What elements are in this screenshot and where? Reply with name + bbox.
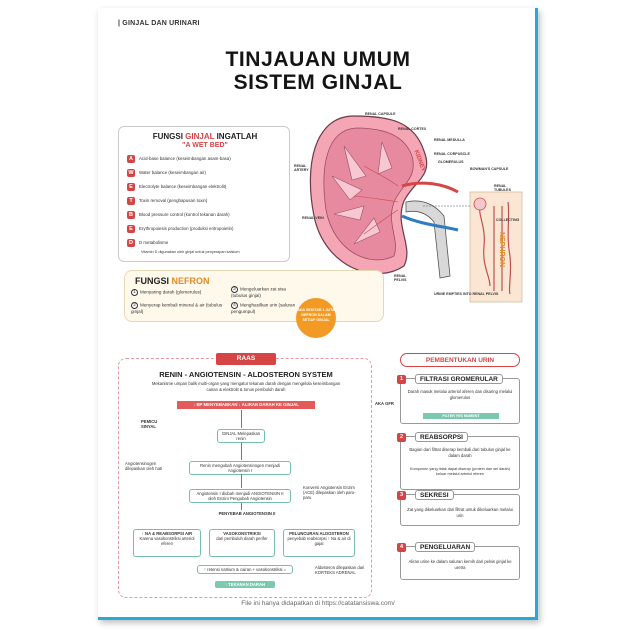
footer-source: File ini hanya didapatkan di https://cat… [241,600,395,607]
kidney-functions-subtitle: "A WET BED" [182,142,228,149]
renal-cortex-label: RENAL CORTEX [398,127,427,131]
page-title-line2: SISTEM GINJAL [233,71,403,94]
glomerulus-label: GLOMERULUS [438,160,464,164]
urine-formation-banner: PEMBENTUKAN URIN [400,353,520,367]
renal-pelvis-label: RENAL PELVIS [394,274,407,282]
kidney-diagram [309,115,523,303]
raas-description: Mekanisme umpan balik multi-organ yang m… [151,381,341,392]
page-title-line1: TINJAUAN UMUM [225,48,411,71]
gfr-label: AKA GFR [375,401,394,406]
urine-empties-label: URINE EMPTIES INTO RENAL PELVIS [434,292,499,296]
aldosterone-note: Aldosteron dilepaskan dari KORTEKS ADREN… [315,565,365,575]
raas-trigger-bar: ↓ BP MENYEBABKAN ↓ ALIRAN DARAH KE GINJA… [177,401,315,409]
result-box: ↑ retensi natrium & cairan + vasokonstri… [197,565,293,574]
urine-step-excretion: 4 PENGELUARAN Aliran urine ke dalam salu… [397,542,520,580]
kidney-renin-box: GINJAL Melepaskan renin [217,429,265,443]
angiotensin-cause-label: PENYEBAB ANGIOTENSIN II [218,511,276,516]
urine-step-secretion: 3 SEKRESI Zat yang dikeluarkan dari filt… [397,490,520,526]
step-title: SEKRESI [415,490,454,500]
urine-step-filtration: 1 FILTRASI GROMERULAR Darah masuk melalu… [375,374,520,424]
raas-box: RAAS RENIN - ANGIOTENSIN - ALDOSTERON SY… [118,353,372,598]
poster-page: | GINJAL DAN URINARI TINJAUAN UMUM SISTE… [98,8,538,620]
renal-medulla-label: RENAL MEDULLA [434,138,465,142]
liver-note: Angiotensinogen dilepaskan oleh hati [125,461,163,471]
collecting-label: COLLECTING [496,218,520,222]
renal-corpuscle-label: RENAL CORPUSCLE [434,152,470,156]
blood-pressure-result-bar: ↑ TEKANAN DARAH [215,581,275,588]
renal-tubules-label: RENAL TUBULES [494,184,511,192]
filter-bar: FILTER YES MUMENT [423,413,499,419]
signal-trigger-label: PEMICU SINYAL [141,419,158,429]
raas-title: RENIN - ANGIOTENSIN - ALDOSTERON SYSTEM [159,370,333,379]
nephron-count-badge: ADA SEKITAR 1 JUTA NEFRON DALAM SETIAP G… [296,298,336,338]
renal-vein-label: RENAL VEIN [302,216,324,220]
nephron-label: NEPHRON [498,231,506,268]
section-tag: | GINJAL DAN URINARI [118,20,200,27]
nephron-functions-title: FUNGSI NEFRON [135,276,210,286]
bowmans-capsule-label: BOWMAN'S CAPSULE [470,167,509,171]
renal-artery-label: RENAL ARTERY [294,164,309,172]
vitamin-d-note: Vitamin D digunakan oleh ginjal untuk pe… [141,250,240,254]
angiotensin-step-box: Angiotensin I diubah menjadi ANGIOTENSIN… [189,489,291,503]
kidney-functions-title: FUNGSI GINJAL INGATLAH [152,132,258,141]
renal-capsule-label: RENAL CAPSULE [365,112,396,116]
step-title: PENGELUARAN [415,542,476,552]
step-title: FILTRASI GROMERULAR [415,374,503,384]
step-title: REABSORPSI [415,432,468,442]
raas-banner: RAAS [216,353,276,365]
urine-step-reabsorption: 2 REABSORPSI Bagian dari filtrat diserap… [397,432,520,490]
ace-note: Konversi Angiotensin Enzim (ACE) dilepas… [303,485,356,500]
renin-step-box: Renin mengubah Angiotensinogen menjadi A… [189,461,291,475]
